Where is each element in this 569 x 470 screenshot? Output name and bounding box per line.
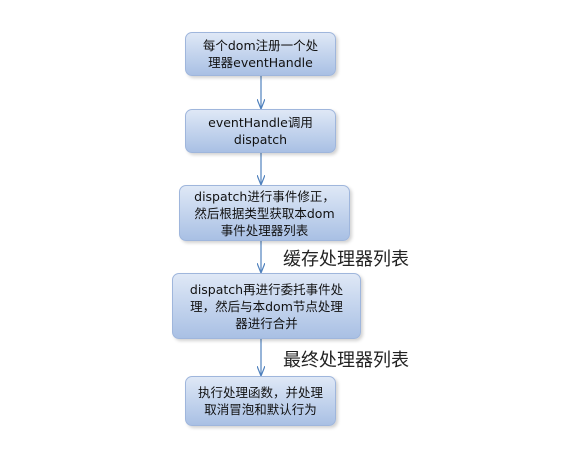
flow-node-fix-event: dispatch进行事件修正， 然后根据类型获取本dom 事件处理器列表 bbox=[179, 185, 350, 241]
flow-node-register-handler: 每个dom注册一个处 理器eventHandle bbox=[185, 32, 336, 76]
edge-label-cached-list: 缓存处理器列表 bbox=[283, 249, 409, 270]
edge-label-final-list: 最终处理器列表 bbox=[283, 350, 409, 371]
flow-node-delegate-merge: dispatch再进行委托事件处 理，然后与本dom节点处理 器进行合并 bbox=[172, 273, 361, 339]
flow-node-call-dispatch: eventHandle调用 dispatch bbox=[185, 109, 336, 153]
flow-node-execute-handlers: 执行处理函数，并处理 取消冒泡和默认行为 bbox=[185, 376, 336, 426]
